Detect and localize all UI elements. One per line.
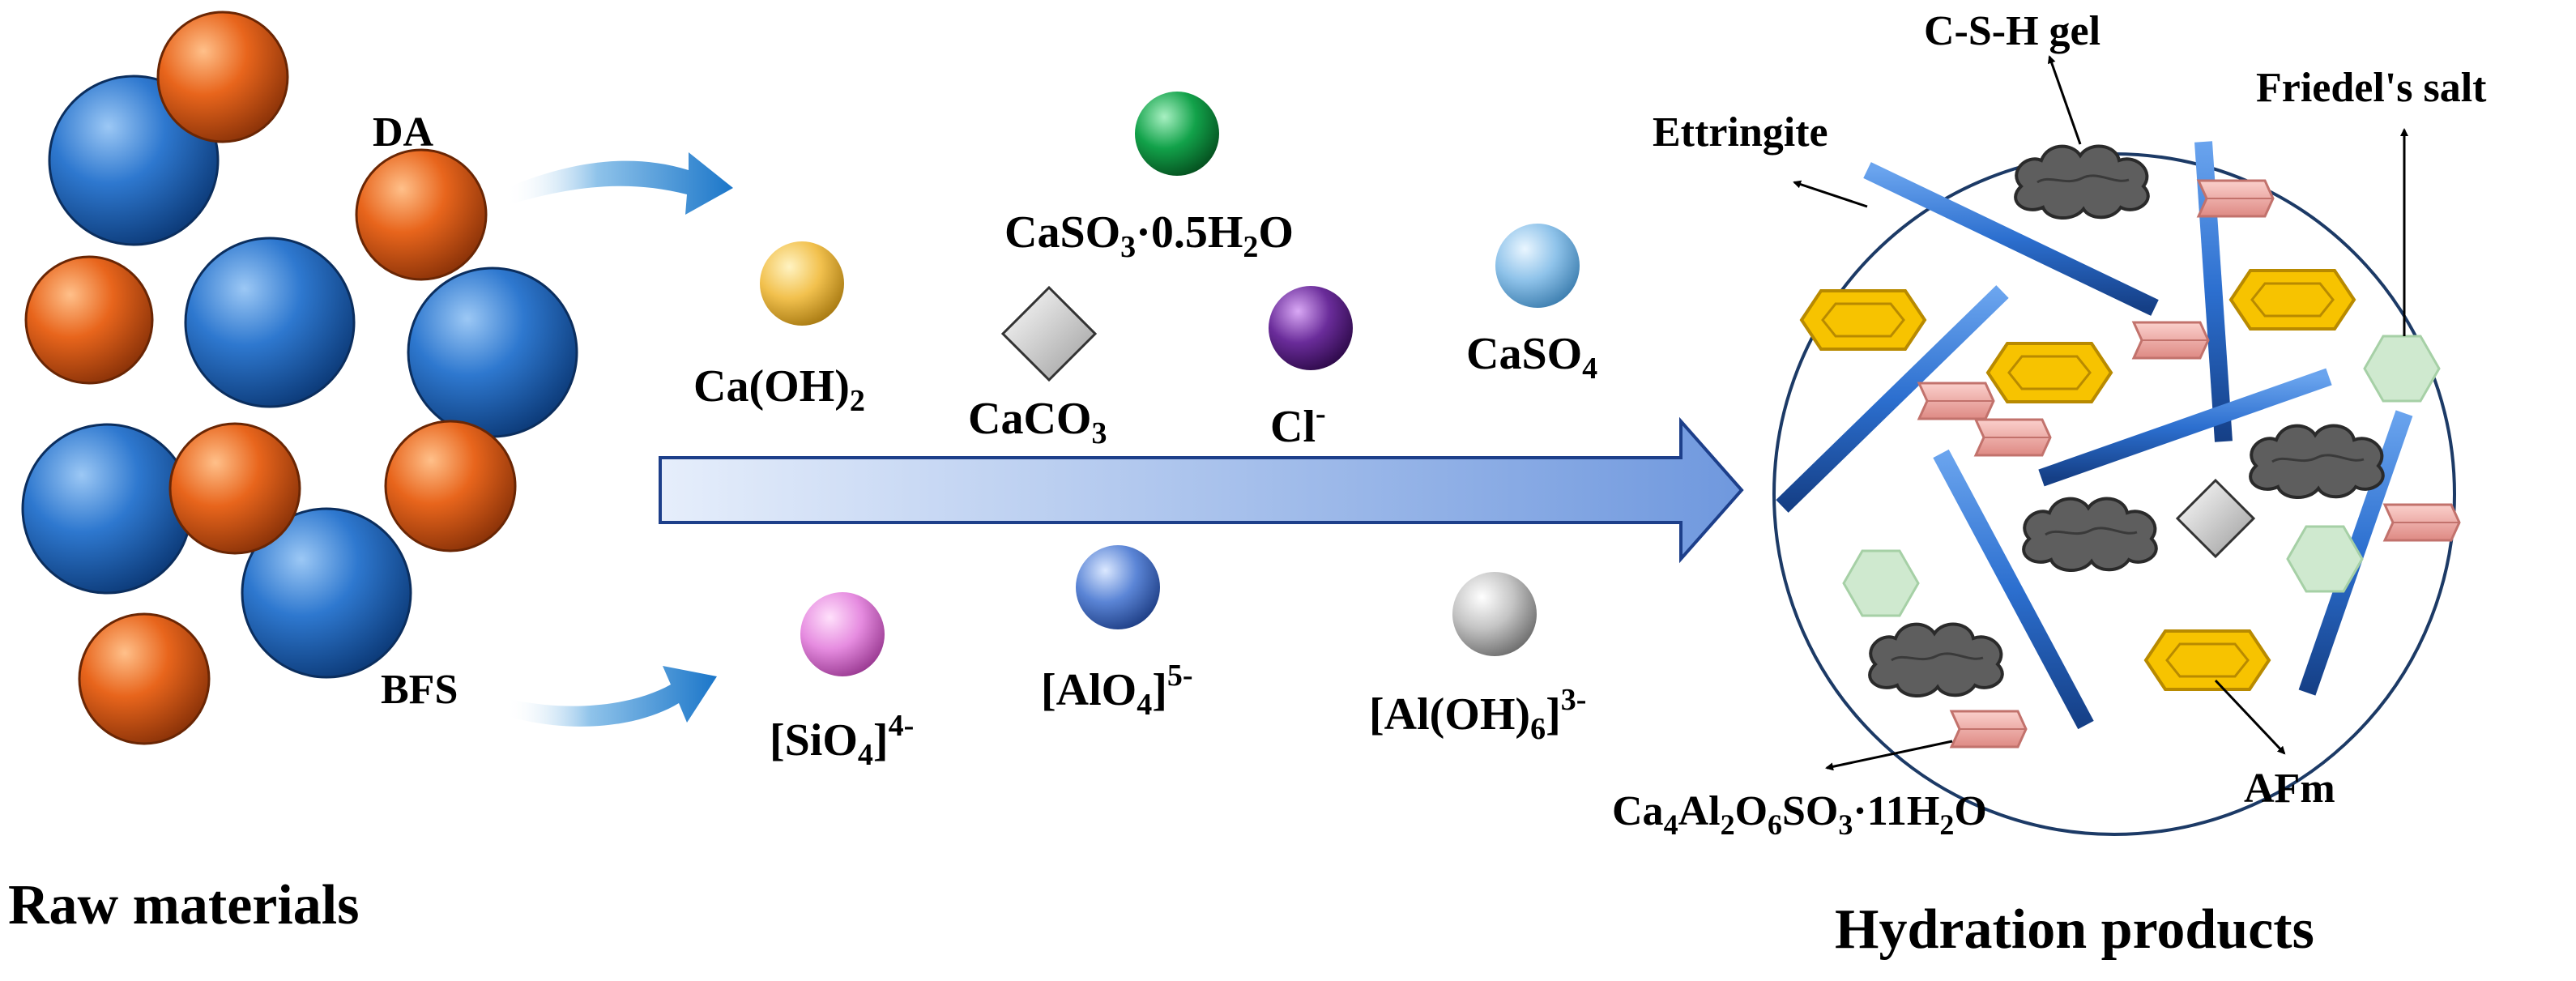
ettringite-rods [1776, 141, 2413, 730]
csh-gel-label: C-S-H gel [1924, 8, 2100, 54]
ion-cl-sphere [1269, 286, 1353, 370]
caso3-label: CaSO3·0.5H2O [1004, 207, 1294, 264]
al-oh-6-label: [Al(OH)6]3- [1369, 683, 1586, 746]
orange-particle [78, 612, 211, 745]
alo4-label: [AlO4]5- [1041, 659, 1193, 722]
caco3-label: CaCO3 [968, 394, 1107, 450]
ettringite-leader [1793, 180, 1868, 208]
bfs-arrow [506, 666, 717, 727]
ettringite-rod [1776, 285, 2009, 513]
ca-oh-2-label: Ca(OH)2 [693, 361, 865, 418]
ion-alo4-sphere [1076, 545, 1160, 629]
pink-crystal [1974, 418, 2052, 457]
blue-particle [241, 507, 412, 679]
ion-al-oh-6-sphere [1452, 572, 1537, 656]
pink-crystal [2132, 321, 2210, 360]
afm-hexagon [2144, 629, 2271, 691]
raw-material-particles [21, 11, 578, 745]
orange-particle [384, 420, 517, 552]
ca4al2o6so3-label: Ca4Al2O6SO3·11H2O [1612, 788, 1987, 841]
caso4-label: CaSO4 [1466, 329, 1597, 386]
pink-crystal [2197, 179, 2275, 218]
csh-gel-leader [2047, 55, 2082, 145]
bfs-label: BFS [381, 667, 458, 713]
ettringite-rod [2038, 368, 2332, 487]
afm-hexagon [1986, 342, 2113, 403]
da-arrow [506, 152, 733, 215]
caco3-diamond-in-products [2175, 478, 2256, 559]
hydration-products-title: Hydration products [1835, 898, 2314, 961]
raw-materials-title: Raw materials [8, 874, 360, 936]
ion-ca-oh-2-sphere [760, 241, 844, 326]
hydration-products-circle [1772, 152, 2456, 836]
orange-particle [156, 11, 289, 143]
blue-particle [407, 267, 578, 438]
afm-leader [2214, 679, 2286, 755]
pink-crystal [2383, 503, 2461, 542]
ettringite-label: Ettringite [1653, 109, 1828, 156]
blue-particle [184, 237, 356, 408]
ettringite-rod [1863, 162, 2159, 316]
pink-crystal [1950, 710, 2028, 749]
orange-particle [24, 255, 154, 385]
cl-label: Cl- [1270, 397, 1326, 452]
ion-caso3-sphere [1135, 92, 1219, 176]
orange-particle [355, 148, 488, 281]
ion-caso4-sphere [1495, 224, 1580, 308]
orange-particle [168, 422, 301, 555]
leader-lines [1793, 55, 2408, 771]
da-label: DA [373, 109, 434, 156]
afm-hexagon [2229, 269, 2356, 331]
sio4-label: [SiO4]4- [770, 709, 914, 772]
caco3-diamond [1000, 285, 1098, 382]
afm-hexagon [1800, 289, 1926, 351]
blue-particle [21, 423, 193, 595]
friedels-salt-label: Friedel's salt [2256, 65, 2487, 111]
ca4al2o6so3-leader [1825, 740, 1953, 771]
ion-sio4-sphere [800, 592, 885, 676]
afm-label: AFm [2244, 766, 2335, 812]
ettringite-rod [1933, 449, 2094, 730]
main-reaction-arrow [659, 416, 1744, 564]
pink-crystal [1917, 382, 1995, 420]
